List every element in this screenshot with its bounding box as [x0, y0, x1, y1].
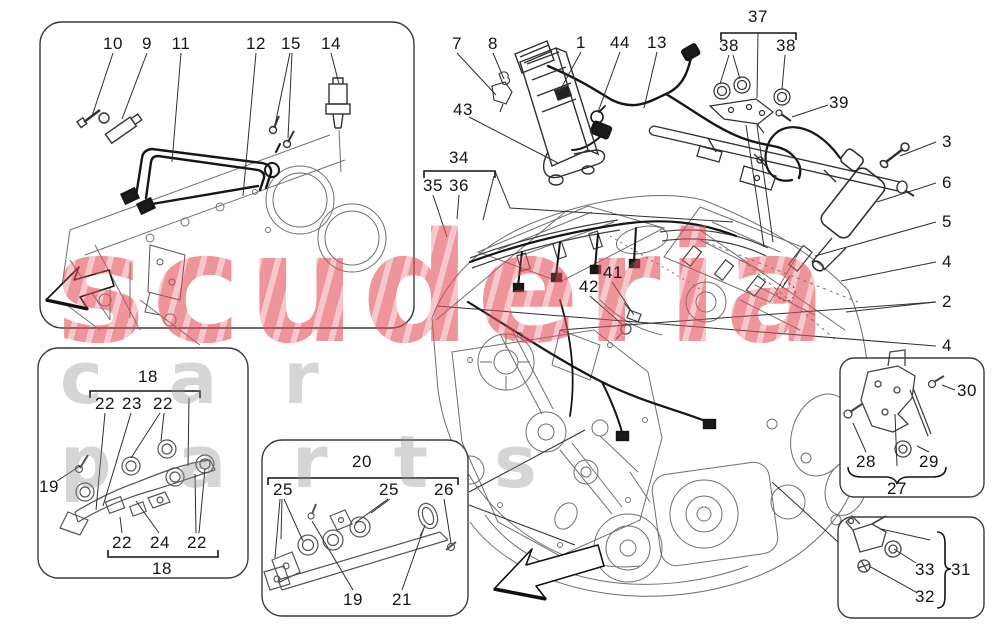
ignition-coil-drawing [811, 142, 910, 272]
callout-31: 31 [951, 560, 971, 579]
callout-38: 38 [776, 36, 796, 55]
callout-box-bracket [839, 357, 985, 498]
callout-30: 30 [957, 381, 977, 400]
callout-10: 10 [103, 34, 123, 53]
group-brackets [89, 32, 952, 609]
callout-38: 38 [719, 36, 739, 55]
callout-22: 22 [153, 394, 173, 413]
wiring-harness-drawing [466, 43, 842, 442]
callout-21: 21 [392, 590, 412, 609]
callout-27: 27 [887, 479, 907, 498]
callout-24: 24 [150, 533, 170, 552]
callout-32: 32 [915, 587, 935, 606]
callout-42: 42 [579, 277, 599, 296]
callout-9: 9 [142, 34, 152, 53]
callout-19: 19 [343, 590, 363, 609]
callout-35: 35 [423, 176, 443, 195]
bracket-27-drawing [843, 349, 945, 458]
callout-23: 23 [122, 394, 142, 413]
callout-1: 1 [576, 33, 586, 52]
callout-44: 44 [610, 33, 630, 52]
callout-18: 18 [152, 559, 172, 578]
callout-13: 13 [647, 33, 667, 52]
fuel-hose-rail-drawing [648, 125, 915, 197]
engine-illustration [431, 195, 870, 597]
callout-6: 6 [942, 173, 952, 192]
callout-43: 43 [453, 100, 473, 119]
callout-7: 7 [452, 34, 462, 53]
injector-rails-drawing [469, 219, 813, 340]
clip-bracket-drawing [708, 76, 792, 134]
callout-4: 4 [942, 336, 952, 355]
callout-22: 22 [95, 394, 115, 413]
callout-41: 41 [603, 263, 623, 282]
block-sensors-drawing [59, 129, 387, 346]
ecu-drawing [491, 40, 606, 186]
callout-22: 22 [187, 533, 207, 552]
callout-33: 33 [915, 560, 935, 579]
callout-19: 19 [39, 477, 59, 496]
callout-12: 12 [246, 34, 266, 53]
callout-3: 3 [942, 132, 952, 151]
callout-22: 22 [112, 533, 132, 552]
callout-11: 11 [171, 34, 191, 53]
callout-20: 20 [352, 452, 372, 471]
sensor-kit-drawing [845, 515, 902, 573]
callout-25: 25 [379, 480, 399, 499]
callout-5: 5 [942, 212, 952, 231]
callout-28: 28 [856, 452, 876, 471]
callout-34: 34 [449, 148, 469, 167]
callout-8: 8 [488, 34, 498, 53]
callout-39: 39 [829, 93, 849, 112]
cam-sensor-hose-drawing [119, 143, 281, 216]
leader-lines [56, 32, 956, 593]
callout-4: 4 [942, 252, 952, 271]
callout-18: 18 [138, 367, 158, 386]
callout-37: 37 [748, 7, 768, 26]
callout-15: 15 [281, 34, 301, 53]
callout-25: 25 [273, 480, 293, 499]
callout-box-sensor-kit [837, 516, 985, 619]
callout-26: 26 [434, 480, 454, 499]
direction-arrow-small [45, 266, 115, 311]
callout-29: 29 [919, 452, 939, 471]
direction-arrow-large [493, 544, 605, 601]
callout-2: 2 [942, 292, 952, 311]
callout-36: 36 [449, 176, 469, 195]
callout-14: 14 [321, 34, 341, 53]
